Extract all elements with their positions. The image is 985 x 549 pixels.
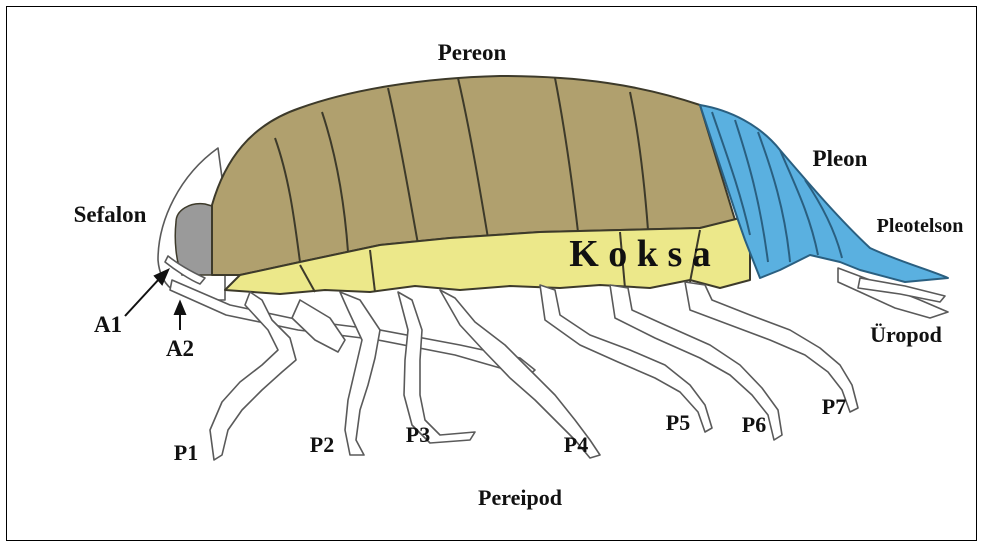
- label-uropod: Üropod: [870, 322, 942, 347]
- label-pereon: Pereon: [438, 40, 507, 65]
- label-sefalon: Sefalon: [74, 202, 147, 227]
- label-p4: P4: [564, 432, 588, 457]
- label-pleon: Pleon: [813, 146, 868, 171]
- label-a1: A1: [94, 312, 122, 337]
- label-p1: P1: [174, 440, 198, 465]
- label-p2: P2: [310, 432, 334, 457]
- label-p5: P5: [666, 410, 690, 435]
- label-a2: A2: [166, 336, 194, 361]
- leg-p2: [340, 292, 380, 455]
- label-pereipod: Pereipod: [478, 485, 562, 510]
- label-p7: P7: [822, 394, 846, 419]
- label-p3: P3: [406, 422, 430, 447]
- label-koksa: K o k s a: [569, 233, 710, 275]
- label-p6: P6: [742, 412, 766, 437]
- label-pleotelson: Pleotelson: [877, 215, 964, 237]
